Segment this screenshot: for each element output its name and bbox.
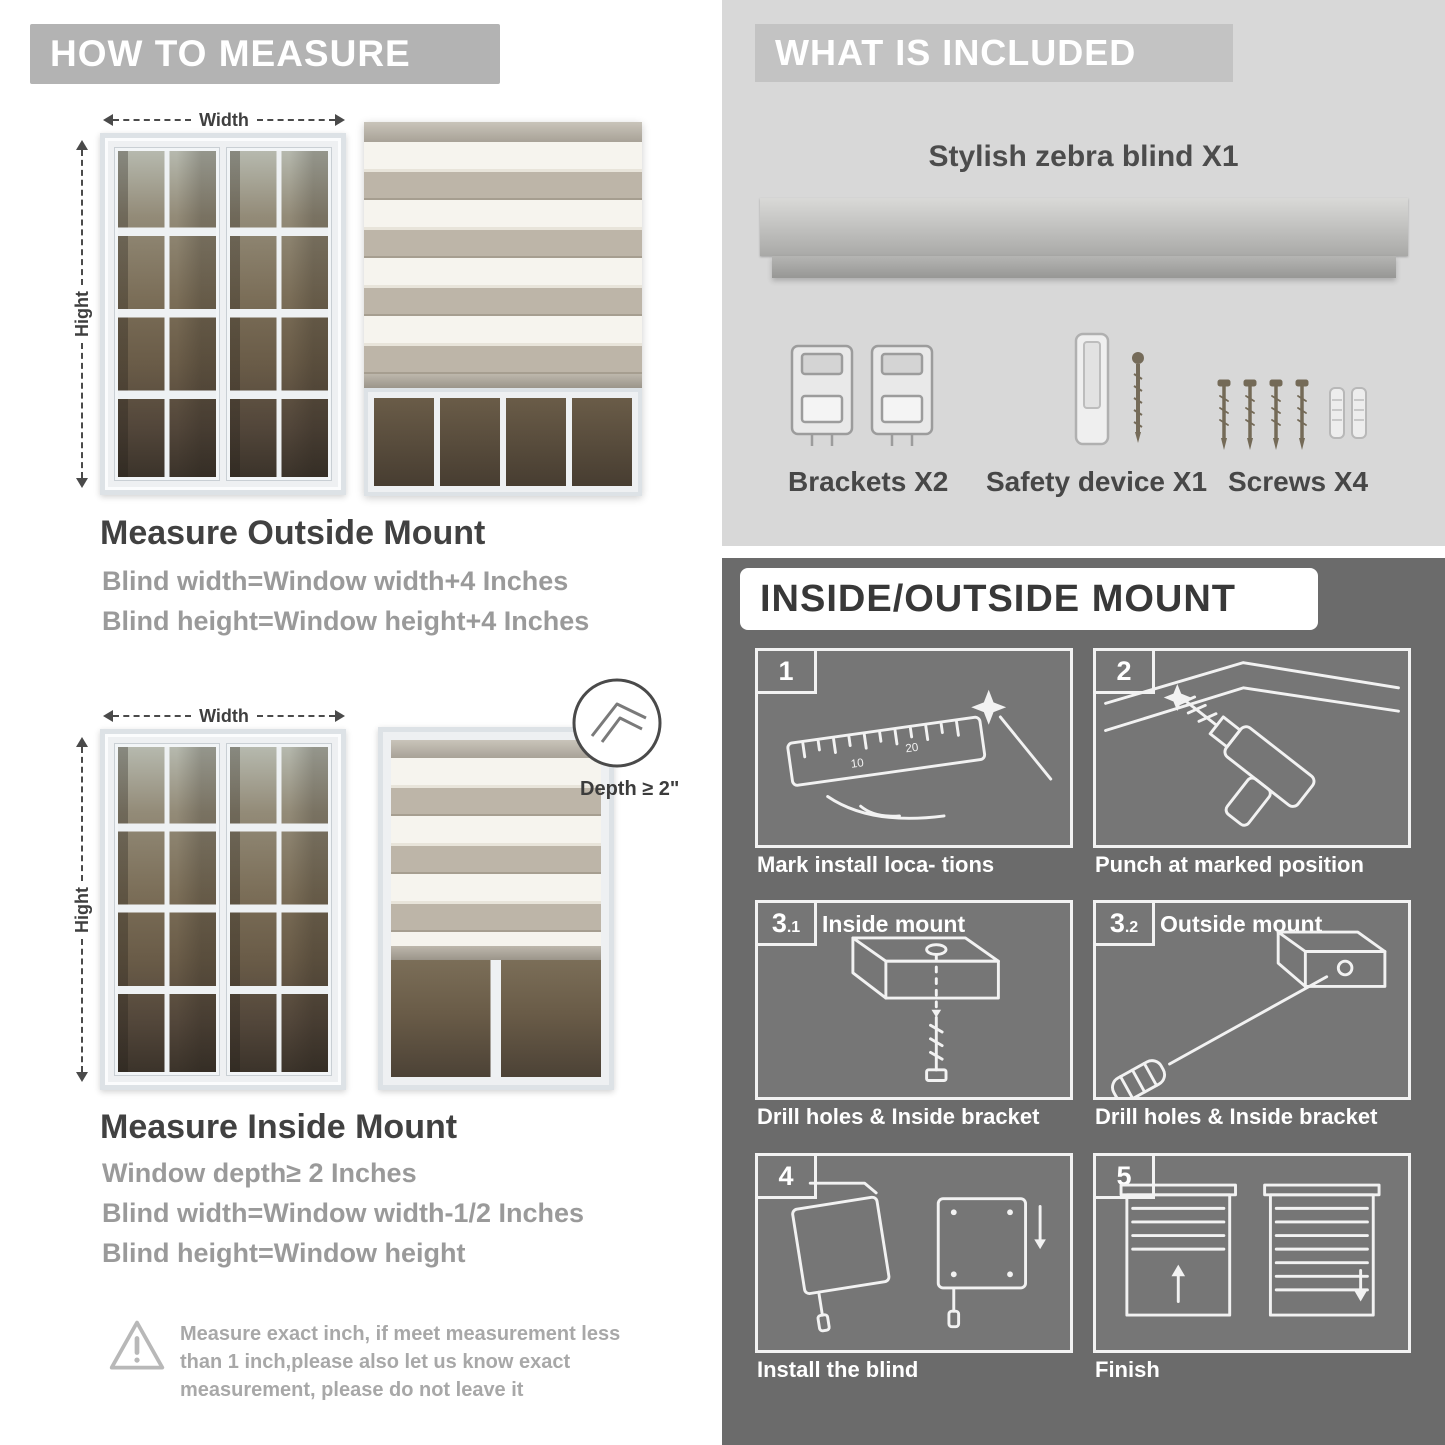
finish-illustration: [1119, 1183, 1381, 1317]
height-label: Hight: [71, 291, 92, 337]
inside-formula-depth: Window depth≥ 2 Inches: [102, 1158, 417, 1188]
arrow-right-icon: [335, 114, 346, 126]
arrow-down-icon: [76, 478, 88, 489]
window-sash: [226, 147, 332, 481]
height-arrow-outside: Hight: [70, 140, 94, 489]
svg-text:10: 10: [850, 756, 865, 771]
arrow-up-icon: [76, 737, 88, 747]
inside-bracket-illustration: [851, 936, 1000, 1082]
step-cell-3-1: 3.1 Inside mount: [755, 900, 1073, 1100]
brackets-icon: [790, 344, 934, 446]
blind-cassette: [391, 740, 601, 758]
product-title: Stylish zebra blind X1: [928, 140, 1239, 173]
svg-text:20: 20: [905, 741, 920, 756]
arrow-up-icon: [76, 140, 88, 150]
step-number-badge: 3.1: [758, 903, 817, 946]
outside-mount-title: Measure Outside Mount: [100, 514, 486, 552]
arrow-down-icon: [76, 1072, 88, 1083]
safety-device-icon: [1074, 332, 1144, 446]
step-cell-3-2: 3.2 Outside mount: [1093, 900, 1411, 1100]
step-number-badge: 3.2: [1096, 903, 1155, 946]
arrow-left-icon: [103, 710, 113, 722]
blind-stripes: [364, 142, 642, 374]
arrow-right-icon: [335, 710, 346, 722]
depth-callout-circle: [572, 678, 662, 768]
blind-cassette-lip: [772, 256, 1396, 278]
blind-bottom-rail: [391, 946, 601, 960]
arrow-left-icon: [103, 114, 113, 126]
inside-formula-height: Blind height=Window height: [102, 1238, 466, 1268]
safety-device-label: Safety device X1: [986, 466, 1208, 497]
zebra-blind-inside: [378, 727, 614, 1090]
step-number-badge: 1: [758, 651, 817, 694]
measurement-warning-text: Measure exact inch, if meet measurement …: [180, 1323, 621, 1401]
step-number-badge: 2: [1096, 651, 1155, 694]
inside-outside-mount-title: INSIDE/OUTSIDE MOUNT: [760, 577, 1237, 620]
width-arrow-inside: Width: [103, 705, 346, 726]
outside-formula-height: Blind height=Window height+4 Inches: [102, 606, 590, 636]
width-arrow-outside: Width: [103, 109, 346, 130]
window-sash: [226, 743, 332, 1076]
step-label-inside-mount: Inside mount: [822, 911, 966, 937]
drill-illustration: [1104, 661, 1400, 827]
width-label: Width: [199, 705, 249, 726]
how-to-measure-header: HOW TO MEASURE: [30, 24, 500, 84]
window-below-blind: [364, 388, 642, 496]
step-caption-4: Install the blind: [757, 1357, 919, 1382]
brackets-label: Brackets X2: [788, 466, 949, 497]
what-is-included-title: WHAT IS INCLUDED: [775, 32, 1137, 73]
install-blind-illustration: [791, 1181, 1046, 1333]
blind-bottom-rail: [364, 374, 642, 388]
outside-formula-width: Blind width=Window width+4 Inches: [102, 566, 569, 596]
inside-outside-mount-header: INSIDE/OUTSIDE MOUNT: [740, 568, 1318, 630]
zebra-blind-outside: [364, 122, 642, 496]
step-cell-2: 2: [1093, 648, 1411, 848]
step-caption-1: Mark install loca- tions: [757, 852, 995, 877]
step-caption-3-1: Drill holes & Inside bracket: [757, 1104, 1040, 1129]
step-caption-2: Punch at marked position: [1095, 852, 1364, 877]
window-photo-inside: [100, 729, 346, 1090]
what-is-included-header: WHAT IS INCLUDED: [755, 24, 1233, 82]
height-arrow-inside: Hight: [70, 737, 94, 1083]
depth-label: Depth ≥ 2": [580, 778, 680, 800]
step-caption-5: Finish: [1095, 1357, 1160, 1382]
blind-cassette-product: [760, 198, 1408, 256]
window-below-blind: [391, 960, 601, 1077]
blind-cassette: [364, 122, 642, 142]
mark-location-illustration: 10 20: [786, 689, 1053, 820]
step-number-badge: 4: [758, 1156, 817, 1199]
warning-triangle-icon: [109, 1320, 165, 1370]
step-cell-5: 5: [1093, 1153, 1411, 1353]
width-label: Width: [199, 109, 249, 130]
window-photo-outside: [100, 133, 346, 495]
inside-mount-title: Measure Inside Mount: [100, 1108, 458, 1146]
screws-label: Screws X4: [1228, 466, 1369, 497]
step-cell-1: 1 10 20: [755, 648, 1073, 848]
how-to-measure-title: HOW TO MEASURE: [50, 33, 411, 74]
step-caption-3-2: Drill holes & Inside bracket: [1095, 1104, 1378, 1129]
window-sash: [114, 743, 220, 1076]
height-label: Hight: [71, 886, 92, 933]
window-sash: [114, 147, 220, 481]
blind-stripes: [391, 758, 601, 946]
step-cell-4: 4: [755, 1153, 1073, 1353]
screws-icon: [1217, 379, 1367, 450]
inside-formula-width: Blind width=Window width-1/2 Inches: [102, 1198, 585, 1228]
outside-bracket-illustration: [1111, 930, 1387, 1097]
